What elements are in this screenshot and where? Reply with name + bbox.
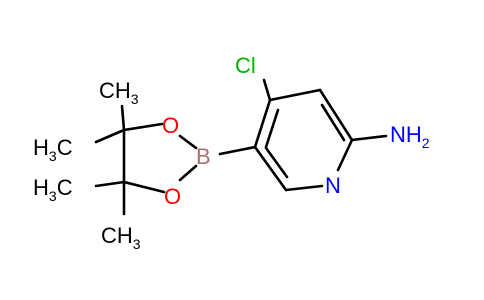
bond-c5-b xyxy=(218,145,257,156)
methyl-upper-left-subscript: 3 xyxy=(49,148,57,164)
bond-n1-c6 xyxy=(284,184,324,192)
methyl-bottom-subscript: 3 xyxy=(133,236,141,252)
bond-c-methyl-top xyxy=(120,104,126,132)
amine-label: NH2 xyxy=(390,122,430,151)
bond-c4-c3 xyxy=(268,88,322,102)
pyridine-nitrogen-label: N xyxy=(325,173,341,198)
bond-c3-c2 xyxy=(318,88,354,142)
bond-c6-c5 xyxy=(253,145,288,192)
oxygen-top-label: O xyxy=(162,113,179,138)
bond-c-o-bottom xyxy=(122,180,166,194)
atom-labels: Cl NH2 N B O O CH3 H3C H3C CH3 xyxy=(33,53,430,252)
bonds xyxy=(94,78,388,216)
bond-c-methyl-lower-left xyxy=(94,180,126,188)
methyl-upper-left-main: H xyxy=(33,135,49,160)
bond-o-bottom-b xyxy=(178,164,198,182)
bond-c6-c5-inner xyxy=(264,146,289,179)
bond-c2-n1 xyxy=(336,138,354,172)
methyl-top-main: CH xyxy=(99,78,131,103)
bond-c4-cl xyxy=(262,78,272,102)
oxygen-bottom-label: O xyxy=(164,184,181,209)
bond-c5-c4-inner xyxy=(264,108,280,149)
methyl-lower-left-main: H xyxy=(33,175,49,200)
methyl-upper-left-tail: C xyxy=(57,135,73,160)
bond-c3-c2-inner xyxy=(320,103,346,142)
bond-c2-n xyxy=(350,134,388,142)
methyl-top-subscript: 3 xyxy=(131,91,139,107)
methyl-lower-left-label: H3C xyxy=(33,175,73,204)
boron-label: B xyxy=(196,144,211,169)
methyl-lower-left-tail: C xyxy=(57,175,73,200)
methyl-top-label: CH3 xyxy=(99,78,139,107)
methyl-bottom-label: CH3 xyxy=(101,223,141,252)
bond-o-top-c xyxy=(122,122,164,132)
methyl-lower-left-subscript: 3 xyxy=(49,188,57,204)
amine-label-main: NH xyxy=(390,122,422,147)
methyl-upper-left-label: H3C xyxy=(33,135,73,164)
amine-label-subscript: 2 xyxy=(422,135,430,151)
methyl-bottom-main: CH xyxy=(101,223,133,248)
bond-c5-c4 xyxy=(253,98,272,149)
bond-b-o-top xyxy=(178,134,198,150)
bond-c-methyl-upper-left xyxy=(94,128,126,144)
chlorine-label: Cl xyxy=(235,53,256,78)
